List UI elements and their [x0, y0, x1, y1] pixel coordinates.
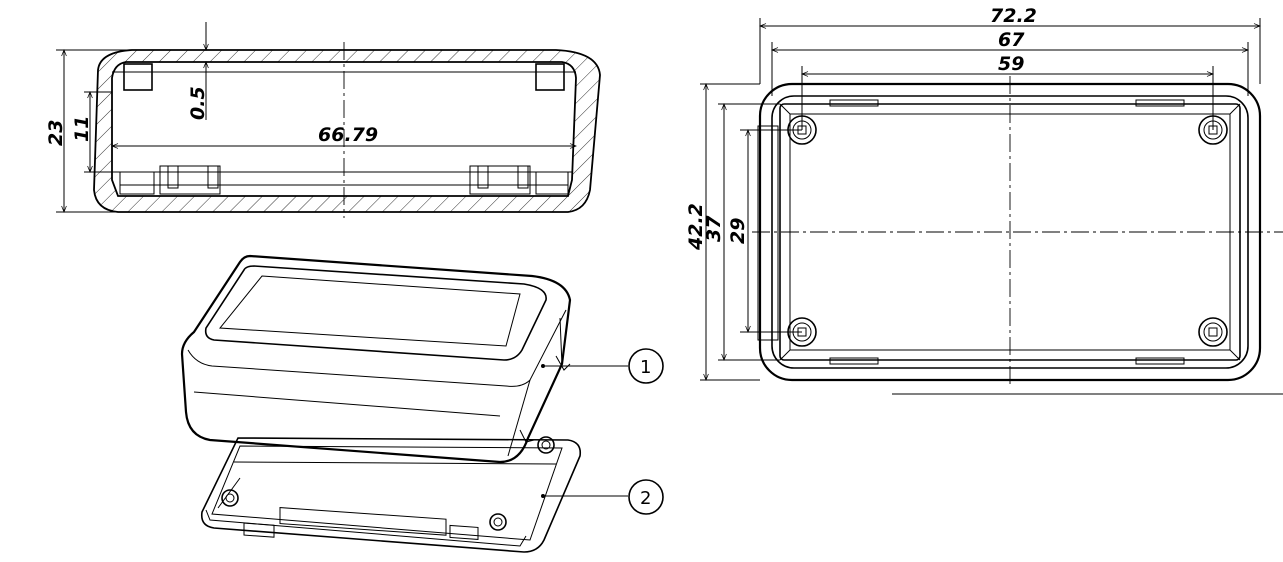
callout-2: 2	[640, 488, 651, 509]
dim-width-66-79: 66.79	[318, 124, 378, 146]
iso-view: 2 1	[180, 254, 664, 553]
dim-width-72-2: 72.2	[990, 5, 1037, 27]
callout-1: 1	[640, 357, 651, 378]
dim-height-23: 23	[45, 120, 67, 146]
top-view: 72.2 67 59 42.2 37 29	[685, 5, 1283, 395]
dim-height-37: 37	[703, 215, 725, 242]
screw-holes	[787, 115, 1228, 347]
dim-height-11: 11	[71, 116, 93, 142]
dim-height-29: 29	[727, 218, 749, 244]
dim-wall-0-5: 0.5	[187, 86, 209, 120]
section-clips	[119, 165, 569, 195]
dim-width-67: 67	[998, 29, 1025, 51]
section-wall	[93, 49, 601, 213]
dim-width-59: 59	[998, 53, 1024, 75]
dim-height-42-2: 42.2	[685, 203, 707, 251]
part-1-lid: 1	[180, 254, 664, 464]
part-2-base: 2	[200, 436, 664, 553]
section-view: 23 11 0.5 66.79	[45, 22, 601, 218]
